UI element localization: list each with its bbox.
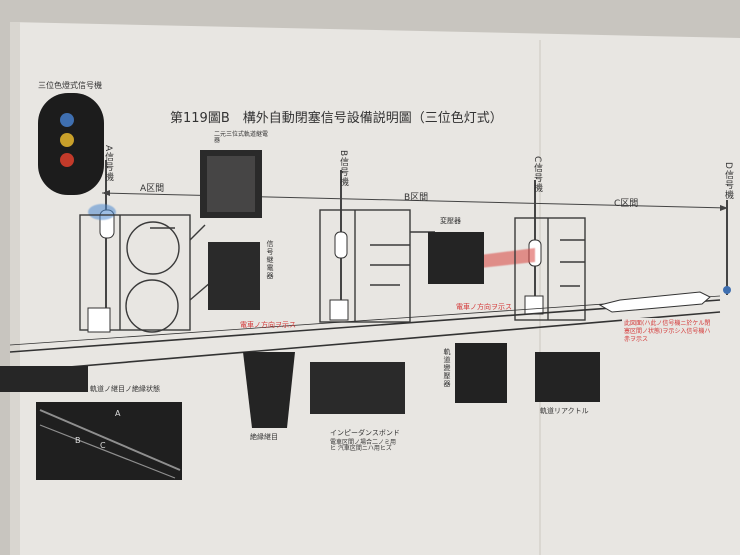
signal-head-label: 三位色燈式信号機	[38, 81, 102, 90]
rail-joint-photo-rail	[39, 424, 176, 479]
rail-joint-photo	[36, 402, 182, 480]
box-a	[87, 307, 111, 333]
paper-edge-shadow	[10, 22, 20, 555]
wire	[370, 244, 410, 286]
section-a-label: A区間	[140, 184, 165, 194]
rail-upper	[9, 299, 721, 353]
reactor-photo	[535, 352, 600, 402]
yellow-lamp-icon	[60, 133, 74, 147]
relay-photo-glass	[207, 156, 255, 212]
circuit-frame-c	[514, 217, 586, 321]
signal-d-lamp-icon	[723, 286, 731, 294]
box-b	[329, 299, 349, 321]
signal-b-small	[334, 231, 348, 259]
insulated-joint-photo	[243, 352, 295, 428]
photo-letter-a: A	[115, 409, 121, 418]
track-transformer-label: 軌道變壓器	[443, 348, 451, 388]
red-lamp-icon	[60, 153, 74, 167]
circuit-frame-a	[79, 214, 191, 331]
transformer-photo	[428, 232, 484, 284]
signal-d-label: D信号機	[723, 162, 733, 200]
track-transformer-photo	[455, 343, 507, 403]
circuit-frame-b	[319, 209, 411, 323]
red-note-box	[622, 318, 716, 370]
photo-letter-c: C	[100, 441, 106, 450]
relay-photo	[200, 150, 262, 218]
blue-light-wash	[88, 204, 116, 220]
train-icon	[598, 291, 711, 313]
signal-relay-label: 信号継電器	[266, 240, 274, 280]
section-b-label: B区間	[404, 193, 429, 203]
red-note: 此図面(ハ此ノ信号機ニ於ケル閉塞区間ノ状態)ヲ示シ入信号機ハ赤ヲ示ス	[624, 320, 711, 343]
rail-joint-photo-rail	[39, 409, 181, 471]
signal-c-label: C信号機	[532, 156, 542, 194]
rail-lower	[9, 311, 721, 373]
box-c	[524, 295, 544, 315]
paper-sheet	[10, 22, 740, 555]
insulated-joint-label: 絶縁継目	[250, 433, 278, 441]
small-components	[87, 295, 544, 333]
circuit-wiring	[79, 209, 586, 333]
impedance-bond-label: インピーダンスボンド	[330, 429, 400, 437]
blue-lamp-icon	[60, 113, 74, 127]
photo-letter-b: B	[75, 436, 81, 445]
impedance-note: 電車区間ノ場合二ノミ用ヒ 汽車区間ニハ用ヒズ	[330, 439, 397, 452]
reactor-label: 軌道リアクトル	[540, 407, 589, 415]
rail-joint-caption: 軌道ノ継目ノ絶縁状態	[90, 385, 160, 393]
signal-relay-photo	[208, 242, 260, 310]
train-direction-note-c: 電車ノ方向ヲ示ス	[456, 303, 512, 311]
wire	[560, 239, 585, 287]
relay-coil-a1	[126, 221, 180, 275]
section-arrow-end	[720, 205, 728, 211]
signal-b-label: B信号機	[338, 150, 348, 188]
impedance-bond-photo	[310, 362, 405, 414]
relay-coil-a2	[125, 279, 179, 333]
transformer-label: 変壓器	[440, 217, 461, 225]
train-direction-note-b: 電車ノ方向ヲ示ス	[240, 321, 296, 329]
relay-label: 二元三位式軌道継電器	[214, 131, 269, 144]
signal-a-label: A信号機	[103, 145, 113, 183]
red-light-wash	[480, 248, 535, 268]
train-left-fragment	[0, 366, 88, 392]
wire	[189, 224, 206, 241]
section-c-label: C区間	[614, 199, 639, 209]
diagram-title: 第119圖B 構外自動閉塞信号設備説明圖（三位色灯式）	[170, 111, 503, 126]
